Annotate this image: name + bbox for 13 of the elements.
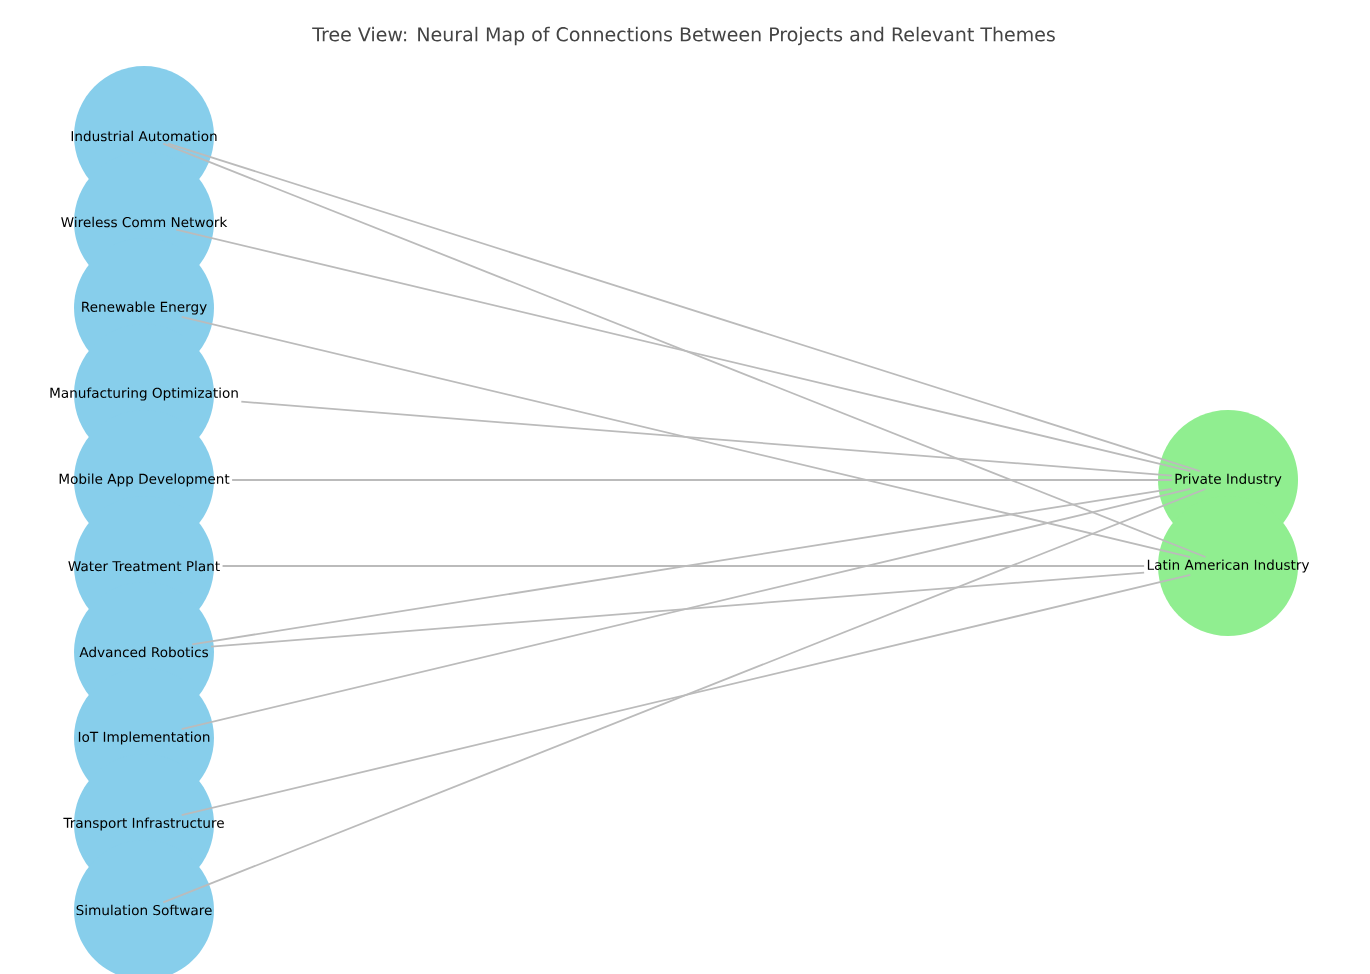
connector-line: [175, 228, 1192, 472]
connector-line: [231, 479, 1173, 481]
connector-line: [162, 488, 1207, 904]
connector-line: [210, 571, 1146, 648]
connector-line: [180, 488, 1192, 730]
connector-line: [191, 487, 1173, 646]
connector-line: [240, 400, 1173, 477]
chart-title: Tree View: Neural Map of Connections Between Projects and Relevant Themes: [312, 26, 1055, 46]
connector-line: [180, 574, 1192, 816]
connector-line: [180, 316, 1192, 558]
connector-line: [162, 142, 1207, 558]
connector-line: [221, 565, 1146, 567]
connector-line: [167, 142, 1201, 472]
